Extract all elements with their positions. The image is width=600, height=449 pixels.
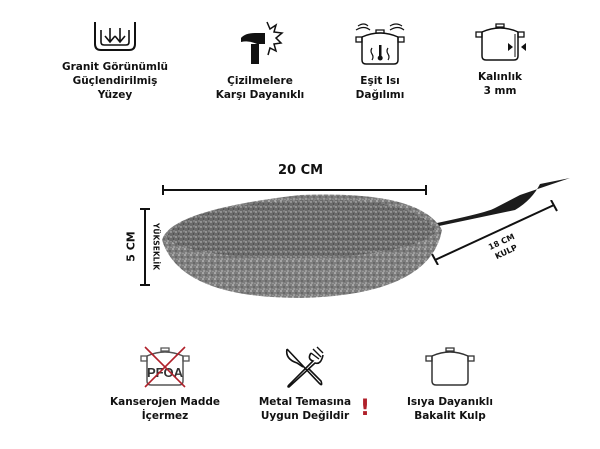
feature-thickness: Kalınlık 3 mm [445, 20, 555, 98]
feature-no-carcinogen: PFOA Kanserojen Madde İçermez [95, 345, 235, 423]
feature-label-line3: Yüzey [97, 89, 133, 101]
thickness-pot-icon [475, 23, 526, 61]
knife-fork-icon [285, 346, 324, 388]
feature-label-line1: Kalınlık [477, 71, 523, 83]
feature-label-line1: Granit Görünümlü [61, 61, 169, 73]
heat-distribution-pot-icon [355, 23, 405, 65]
width-dimension-line [162, 185, 427, 195]
feature-label-line2: Uygun Değildir [260, 410, 350, 422]
feature-label-line1: Çizilmelere [227, 75, 293, 87]
feature-label-line2: Güçlendirilmiş [72, 75, 158, 87]
feature-label-line2: Bakalit Kulp [414, 410, 486, 422]
height-dimension-label: 5 CM [124, 231, 138, 262]
warning-exclamation-icon: ! [360, 396, 371, 421]
handle-dimension-line [431, 200, 558, 265]
no-pfoa-icon: PFOA [140, 346, 190, 388]
feature-label-line1: Isıya Dayanıklı [406, 396, 493, 408]
feature-bakelite-handle: Isıya Dayanıklı Bakalit Kulp [395, 345, 505, 423]
feature-label-line1: Eşit Isı [360, 75, 400, 87]
feature-scratch-resistant: Çizilmelere Karşı Dayanıklı [190, 20, 330, 102]
feature-granite-surface: Granit Görünümlü Güçlendirilmiş Yüzey [45, 20, 185, 102]
width-dimension-label: 20 CM [278, 163, 324, 178]
bakelite-pot-icon [425, 347, 475, 386]
feature-label-line2: Karşı Dayanıklı [215, 89, 305, 101]
granite-surface-icon [94, 22, 136, 51]
feature-label-line1: Kanserojen Madde [110, 396, 220, 408]
feature-label-line2: Dağılımı [355, 89, 405, 101]
height-dimension-line [140, 208, 150, 286]
frying-pan-image [162, 178, 570, 298]
feature-heat-distribution: Eşit Isı Dağılımı [320, 20, 440, 102]
feature-no-metal-contact: Metal Temasına Uygun Değildir [250, 345, 360, 423]
feature-label-line2: İçermez [141, 410, 189, 422]
hammer-impact-icon [241, 21, 284, 64]
feature-label-line1: Metal Temasına [258, 396, 352, 408]
feature-label-line2: 3 mm [483, 85, 517, 97]
